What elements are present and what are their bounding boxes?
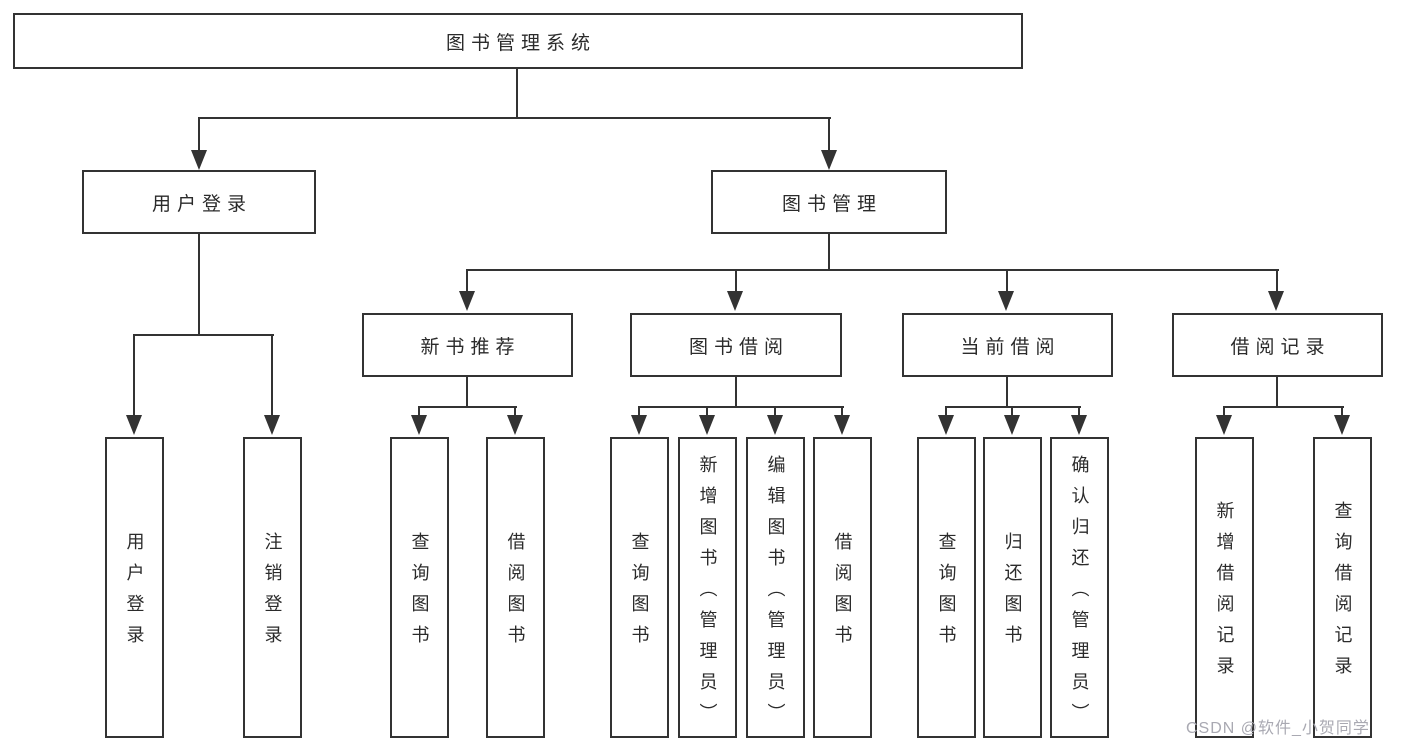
connector-line bbox=[418, 406, 420, 419]
arrow-down-icon bbox=[834, 415, 850, 435]
node-label: 图书管理 bbox=[781, 193, 882, 215]
connector-line bbox=[945, 406, 947, 419]
connector-line bbox=[516, 69, 518, 119]
leaf-query-books-borrow: 查询图书 bbox=[610, 437, 669, 738]
arrow-down-icon bbox=[938, 415, 954, 435]
leaf-edit-book-admin: 编辑图书（管理员） bbox=[746, 437, 805, 738]
connector-line bbox=[271, 334, 273, 419]
connector-line bbox=[828, 233, 830, 271]
connector-line bbox=[774, 406, 776, 419]
arrow-down-icon bbox=[411, 415, 427, 435]
leaf-label: 确认归还（管理员） bbox=[1069, 454, 1090, 734]
arrow-down-icon bbox=[126, 415, 142, 435]
node-label: 新书推荐 bbox=[420, 336, 521, 358]
leaf-return-book: 归还图书 bbox=[983, 437, 1042, 738]
arrow-down-icon bbox=[1004, 415, 1020, 435]
leaf-confirm-return-admin: 确认归还（管理员） bbox=[1050, 437, 1109, 738]
arrow-down-icon bbox=[631, 415, 647, 435]
arrow-down-icon bbox=[727, 291, 743, 311]
connector-line bbox=[198, 117, 200, 155]
watermark: CSDN @软件_小贺同学 bbox=[1186, 720, 1370, 737]
connector-line bbox=[418, 406, 517, 408]
leaf-label: 新增图书（管理员） bbox=[697, 454, 718, 734]
leaf-query-borrow-record: 查询借阅记录 bbox=[1313, 437, 1372, 738]
connector-line bbox=[1223, 406, 1344, 408]
arrow-down-icon bbox=[1334, 415, 1350, 435]
node-new-book-recommend: 新书推荐 bbox=[362, 313, 573, 377]
connector-line bbox=[198, 117, 831, 119]
connector-line bbox=[466, 269, 1279, 271]
node-label: 借阅记录 bbox=[1230, 336, 1331, 358]
arrow-down-icon bbox=[1268, 291, 1284, 311]
connector-line bbox=[1006, 269, 1008, 295]
leaf-query-books-current: 查询图书 bbox=[917, 437, 976, 738]
arrow-down-icon bbox=[191, 150, 207, 170]
leaf-label: 编辑图书（管理员） bbox=[765, 454, 786, 734]
leaf-query-books-recommend: 查询图书 bbox=[390, 437, 449, 738]
arrow-down-icon bbox=[459, 291, 475, 311]
leaf-logout: 注销登录 bbox=[243, 437, 302, 738]
arrow-down-icon bbox=[264, 415, 280, 435]
node-book-borrow: 图书借阅 bbox=[630, 313, 842, 377]
arrow-down-icon bbox=[1216, 415, 1232, 435]
node-user-login: 用户登录 bbox=[82, 170, 316, 234]
connector-line bbox=[1078, 406, 1080, 419]
node-label: 当前借阅 bbox=[960, 336, 1061, 358]
connector-line bbox=[841, 406, 843, 419]
leaf-label: 查询图书 bbox=[629, 532, 650, 656]
arrow-down-icon bbox=[507, 415, 523, 435]
arrow-down-icon bbox=[1071, 415, 1087, 435]
leaf-borrow-books-recommend: 借阅图书 bbox=[486, 437, 545, 738]
leaf-label: 注销登录 bbox=[262, 532, 283, 656]
leaf-add-book-admin: 新增图书（管理员） bbox=[678, 437, 737, 738]
node-current-borrow: 当前借阅 bbox=[902, 313, 1113, 377]
arrow-down-icon bbox=[998, 291, 1014, 311]
leaf-label: 新增借阅记录 bbox=[1214, 501, 1235, 687]
leaf-label: 用户登录 bbox=[124, 532, 145, 656]
connector-line bbox=[1011, 406, 1013, 419]
connector-line bbox=[1341, 406, 1343, 419]
connector-line bbox=[1223, 406, 1225, 419]
node-library-management-system: 图书管理系统 bbox=[13, 13, 1023, 69]
leaf-label: 查询图书 bbox=[936, 532, 957, 656]
leaf-label: 借阅图书 bbox=[832, 532, 853, 656]
leaf-label: 查询借阅记录 bbox=[1332, 501, 1353, 687]
arrow-down-icon bbox=[699, 415, 715, 435]
connector-line bbox=[1276, 269, 1278, 295]
arrow-down-icon bbox=[767, 415, 783, 435]
connector-line bbox=[1006, 377, 1008, 408]
leaf-label: 查询图书 bbox=[409, 532, 430, 656]
connector-line bbox=[198, 233, 200, 336]
connector-line bbox=[735, 269, 737, 295]
leaf-label: 归还图书 bbox=[1002, 532, 1023, 656]
connector-line bbox=[706, 406, 708, 419]
node-book-management: 图书管理 bbox=[711, 170, 947, 234]
connector-line bbox=[514, 406, 516, 419]
connector-line bbox=[1276, 377, 1278, 408]
connector-line bbox=[945, 406, 1081, 408]
connector-line bbox=[466, 377, 468, 408]
leaf-label: 借阅图书 bbox=[505, 532, 526, 656]
connector-line bbox=[828, 117, 830, 155]
node-label: 图书管理系统 bbox=[445, 32, 596, 54]
node-label: 图书借阅 bbox=[688, 336, 789, 358]
connector-line bbox=[466, 269, 468, 295]
node-label: 用户登录 bbox=[151, 193, 252, 215]
connector-line bbox=[735, 377, 737, 408]
connector-line bbox=[638, 406, 640, 419]
leaf-add-borrow-record: 新增借阅记录 bbox=[1195, 437, 1254, 738]
arrow-down-icon bbox=[821, 150, 837, 170]
leaf-user-login: 用户登录 bbox=[105, 437, 164, 738]
leaf-borrow-books: 借阅图书 bbox=[813, 437, 872, 738]
connector-line bbox=[638, 406, 844, 408]
connector-line bbox=[133, 334, 135, 419]
node-borrow-records: 借阅记录 bbox=[1172, 313, 1383, 377]
connector-line bbox=[133, 334, 274, 336]
